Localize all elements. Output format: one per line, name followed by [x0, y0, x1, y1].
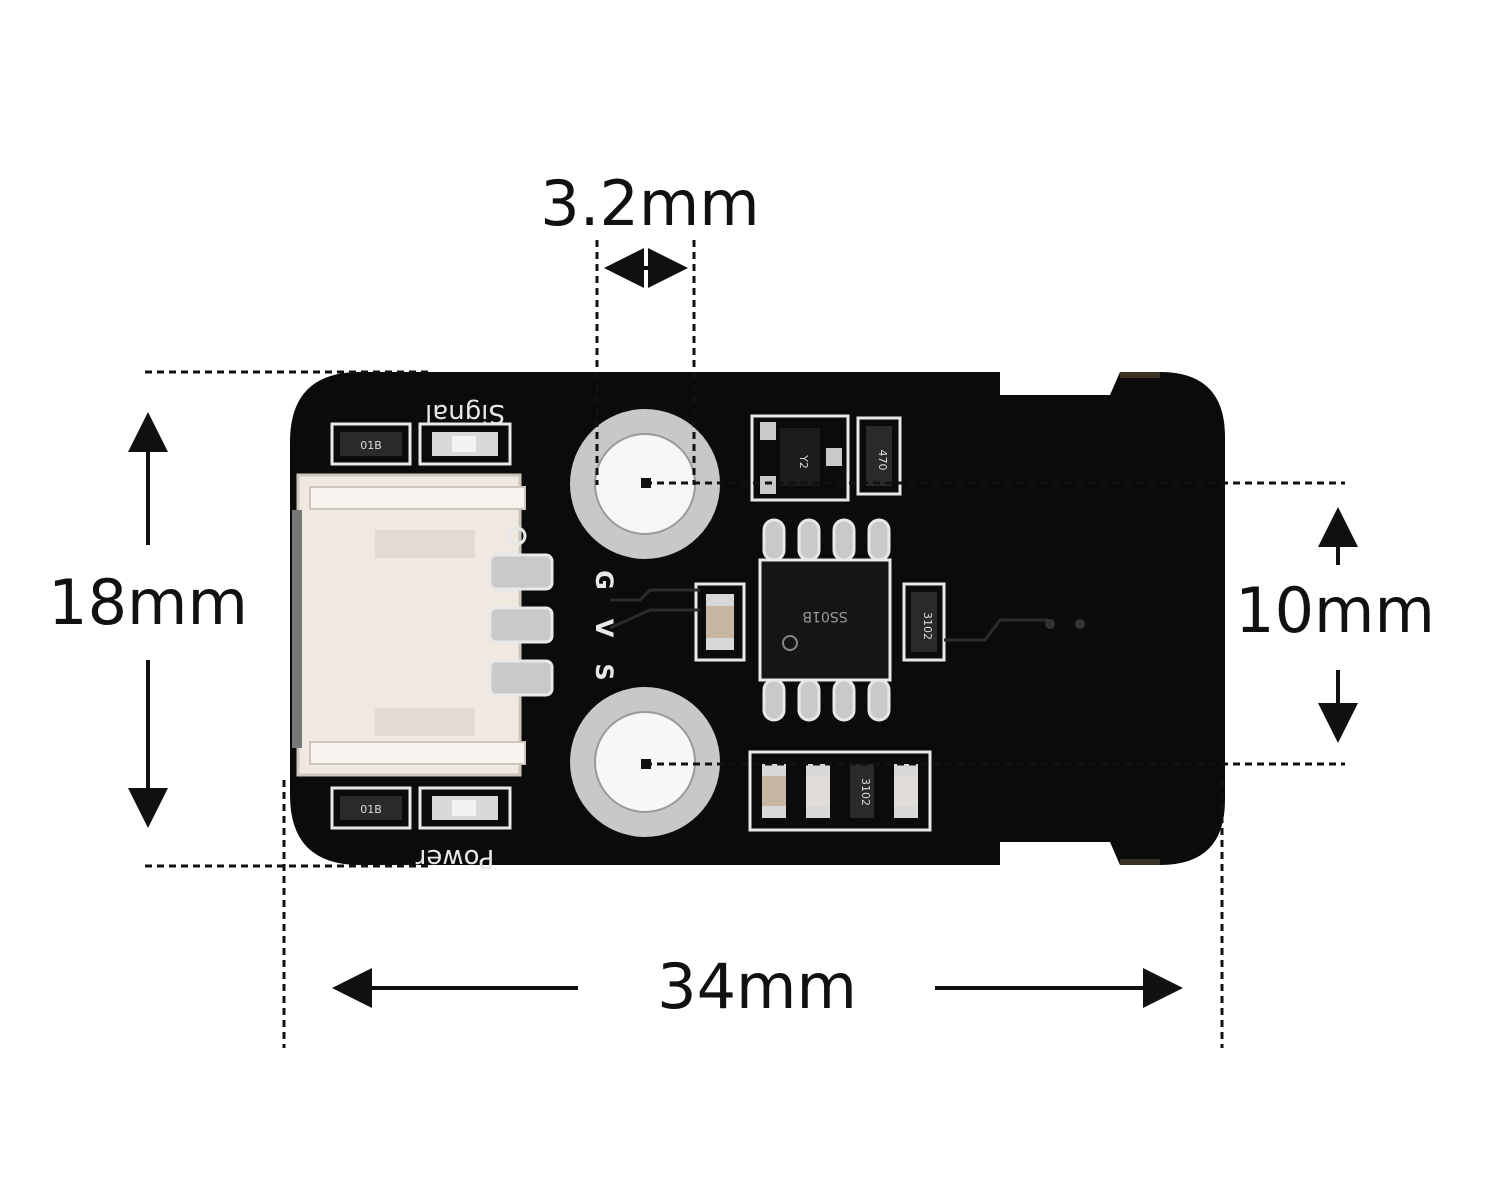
- resistor-code: 470: [876, 450, 889, 471]
- edge-copper: [1120, 372, 1160, 378]
- chip-code: SS01B: [802, 608, 847, 624]
- pin-label-s: S: [590, 663, 618, 680]
- capacitor-left-of-chip: [694, 582, 746, 662]
- hole-diameter-label: 3.2mm: [540, 167, 759, 240]
- resistor-right-of-chip: 3102: [902, 582, 946, 662]
- board-height-label: 18mm: [48, 566, 248, 639]
- pcb-traces: [609, 588, 1048, 642]
- signal-led: [418, 422, 512, 466]
- resistor-code: 01B: [360, 439, 382, 452]
- dimension-board-length: 34mm: [282, 780, 1224, 1048]
- pin-labels: G V S: [590, 570, 618, 681]
- resistor-code: 3102: [859, 778, 872, 806]
- chip-pins-bottom: [762, 678, 891, 722]
- chip-pins-top: [762, 518, 891, 562]
- transistor: Y2: [750, 414, 850, 502]
- power-label: Power: [415, 843, 494, 873]
- via: [1045, 619, 1055, 629]
- edge-copper: [1120, 859, 1160, 865]
- hole-spacing-label: 10mm: [1235, 574, 1435, 647]
- board-length-label: 34mm: [657, 950, 857, 1023]
- power-resistor: 01B: [330, 786, 412, 830]
- connector-pin-g: [488, 553, 554, 591]
- power-led: [418, 786, 512, 830]
- pin-label-v: V: [590, 619, 618, 638]
- dimension-hole-spacing: 10mm: [641, 478, 1435, 769]
- hole-center-marker: [641, 478, 651, 488]
- transistor-code: Y2: [797, 454, 810, 469]
- bottom-components: 3102: [748, 750, 932, 832]
- connector-pin-v: [488, 606, 554, 644]
- resistor-top-right: 470: [856, 416, 902, 496]
- dimension-board-height: 18mm: [48, 370, 430, 868]
- signal-resistor: 01B: [330, 422, 412, 466]
- via: [1075, 619, 1085, 629]
- resistor-code: 3102: [921, 612, 934, 640]
- hole-center-marker: [641, 759, 651, 769]
- resistor-code: 01B: [360, 803, 382, 816]
- pin1-marker: [507, 526, 527, 546]
- pin-label-g: G: [590, 570, 618, 590]
- connector-pin-s: [488, 659, 554, 697]
- jst-connector: [292, 473, 554, 777]
- dimension-hole-diameter: 3.2mm: [540, 167, 760, 485]
- ic-chip: SS01B: [758, 518, 892, 722]
